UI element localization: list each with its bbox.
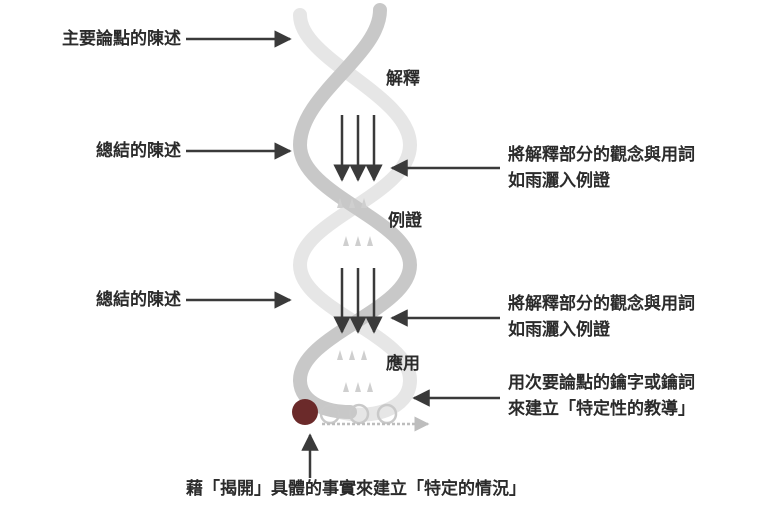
helix-strand-back <box>292 8 418 422</box>
section-explanation: 解釋 <box>386 69 420 89</box>
rain-drops <box>337 198 373 392</box>
label-rain-1-line2: 如雨灑入例證 <box>508 171 610 191</box>
fact-circle-filled <box>292 399 318 425</box>
right-pointer-arrows <box>390 159 500 407</box>
label-summary-1: 總結的陳述 <box>96 141 181 161</box>
rain-lines-1 <box>333 115 383 182</box>
helix-strands <box>292 3 418 422</box>
label-keywords-line1: 用次要論點的鑰字或鑰詞 <box>508 373 695 393</box>
label-main-statement: 主要論點的陳述 <box>62 29 181 49</box>
label-rain-2-line1: 將解釋部分的觀念與用詞 <box>508 294 695 314</box>
label-bottom-facts: 藉「揭開」具體的事實來建立「特定的情況」 <box>186 479 526 499</box>
label-rain-2-line2: 如雨灑入例證 <box>508 320 610 340</box>
label-keywords-line2: 來建立「特定性的教導」 <box>508 399 695 419</box>
left-pointer-arrows <box>186 30 292 309</box>
section-application: 應用 <box>386 354 420 374</box>
section-example: 例證 <box>388 211 422 231</box>
label-summary-2: 總結的陳述 <box>96 290 181 310</box>
label-rain-1-line1: 將解釋部分的觀念與用詞 <box>508 145 695 165</box>
rain-lines-2 <box>333 268 383 334</box>
helix-strand-front <box>292 3 418 419</box>
